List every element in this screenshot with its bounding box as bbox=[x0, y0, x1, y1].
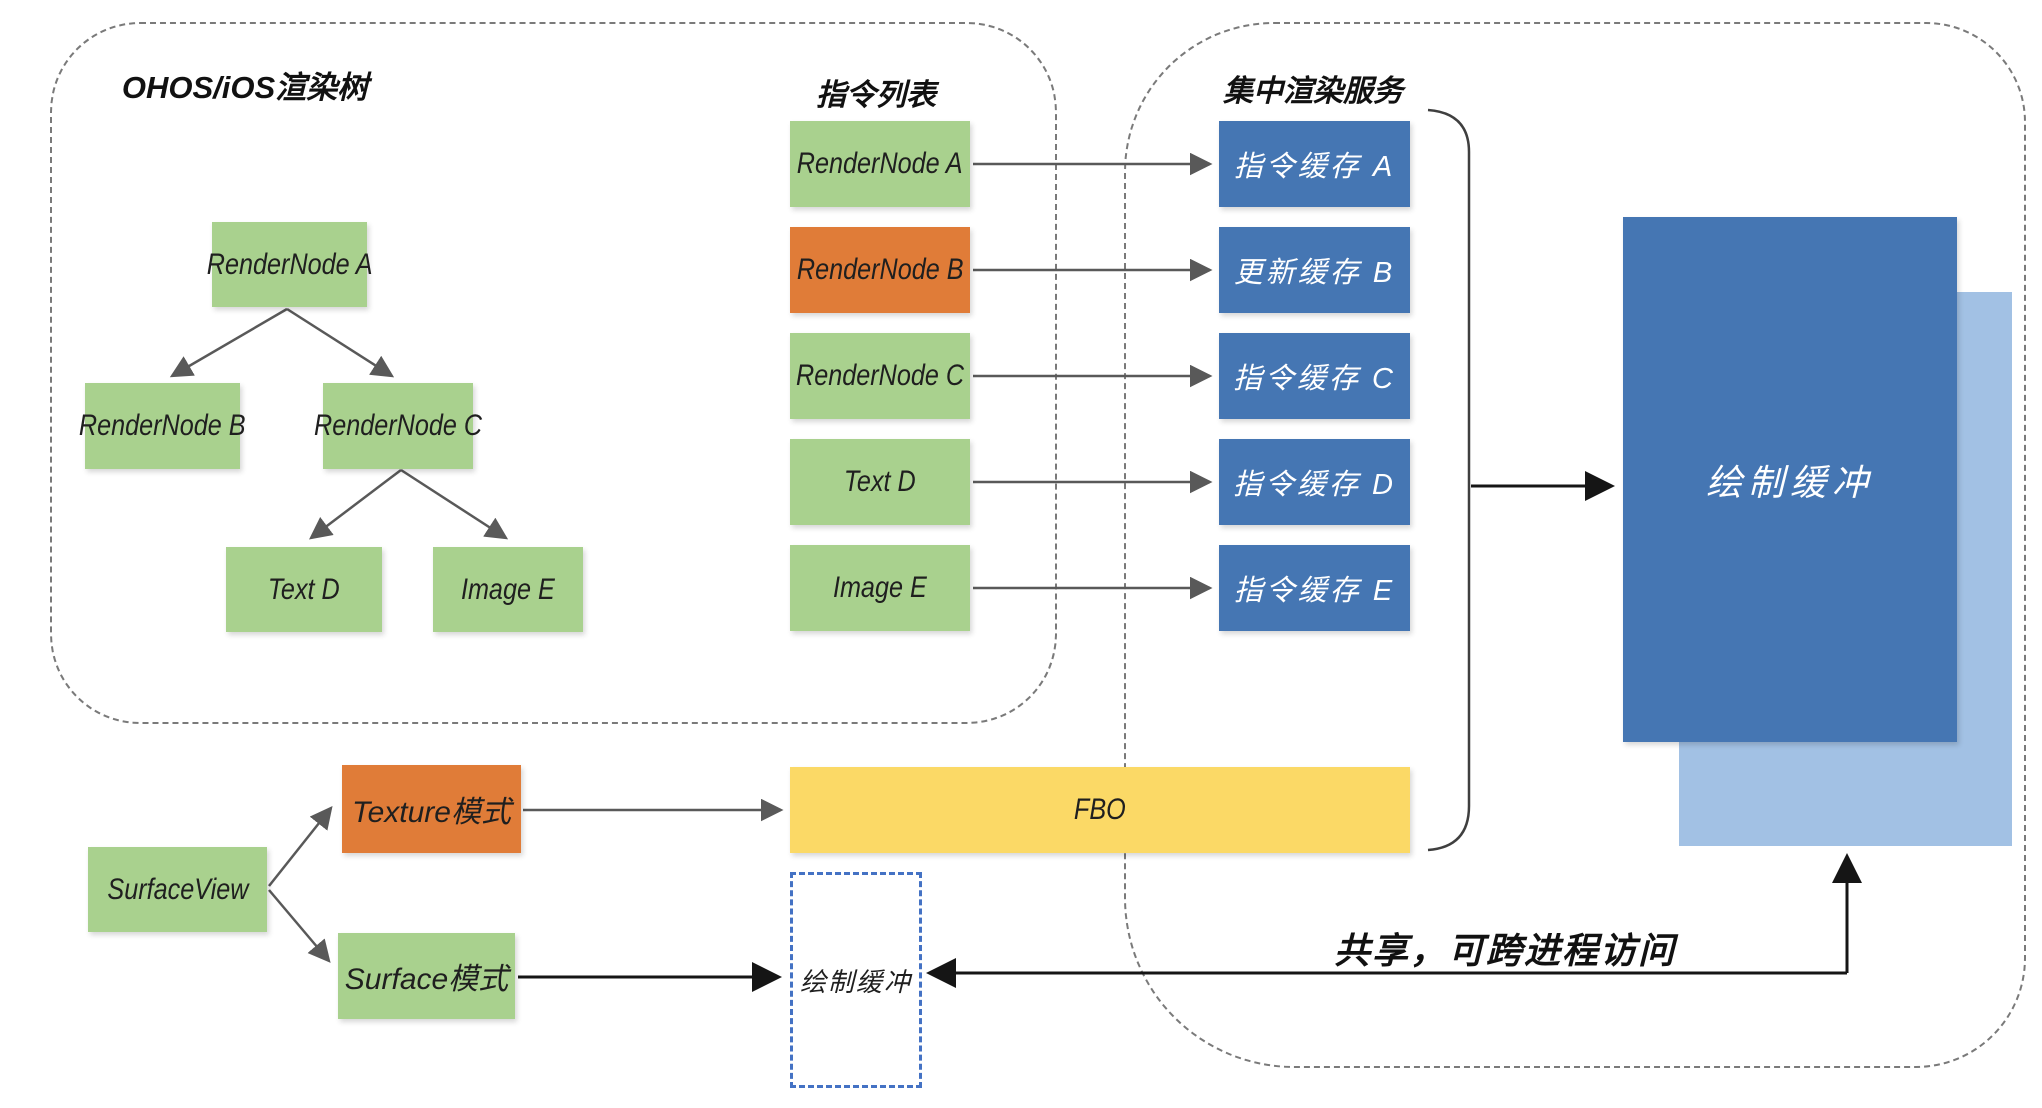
arrow-node-a-to-b bbox=[169, 307, 288, 378]
arrow-surfaceview-to-texture bbox=[268, 806, 333, 887]
tree-node-e: Image E bbox=[433, 547, 583, 632]
render-tree-title: OHOS/iOS渲染树 bbox=[121, 70, 369, 105]
cache-box-d: 指令缓存 D bbox=[1219, 439, 1410, 525]
arrow-node-a-to-c bbox=[286, 307, 395, 378]
tree-node-b: RenderNode B bbox=[79, 383, 246, 469]
render-tree-panel bbox=[50, 22, 1057, 724]
tree-node-d: Text D bbox=[226, 547, 382, 632]
cache-box-c: 指令缓存 C bbox=[1219, 333, 1410, 419]
command-item-e: Image E bbox=[790, 545, 970, 631]
cache-group-bracket bbox=[1427, 108, 1471, 852]
share-note: 共享，可跨进程访问 bbox=[1333, 930, 1676, 971]
cache-box-a: 指令缓存 A bbox=[1219, 121, 1410, 207]
render-service-panel bbox=[1124, 22, 2026, 1068]
fbo-box: FBO bbox=[790, 767, 1410, 853]
command-item-a: RenderNode A bbox=[790, 121, 970, 207]
arrow-node-c-to-e bbox=[400, 468, 509, 540]
render-service-title: 集中渲染服务 bbox=[1223, 75, 1403, 108]
command-item-c: RenderNode C bbox=[790, 333, 970, 419]
draw-buffer-dashed-box: 绘制缓冲 bbox=[790, 872, 922, 1088]
arrow-surfaceview-to-surface bbox=[268, 889, 331, 963]
cache-box-e: 指令缓存 E bbox=[1219, 545, 1410, 631]
command-list-title: 指令列表 bbox=[816, 79, 936, 112]
draw-buffer-main: 绘制缓冲 bbox=[1623, 217, 1957, 742]
surfaceview-box: SurfaceView bbox=[88, 847, 267, 932]
cache-box-b: 更新缓存 B bbox=[1219, 227, 1410, 313]
surface-mode-box: Surface模式 bbox=[338, 933, 515, 1019]
command-item-d: Text D bbox=[790, 439, 970, 525]
command-item-b: RenderNode B bbox=[790, 227, 970, 313]
texture-mode-box: Texture模式 bbox=[342, 765, 521, 853]
tree-node-c: RenderNode C bbox=[314, 383, 482, 469]
arrow-node-c-to-d bbox=[309, 469, 402, 540]
tree-node-a: RenderNode A bbox=[207, 222, 372, 307]
